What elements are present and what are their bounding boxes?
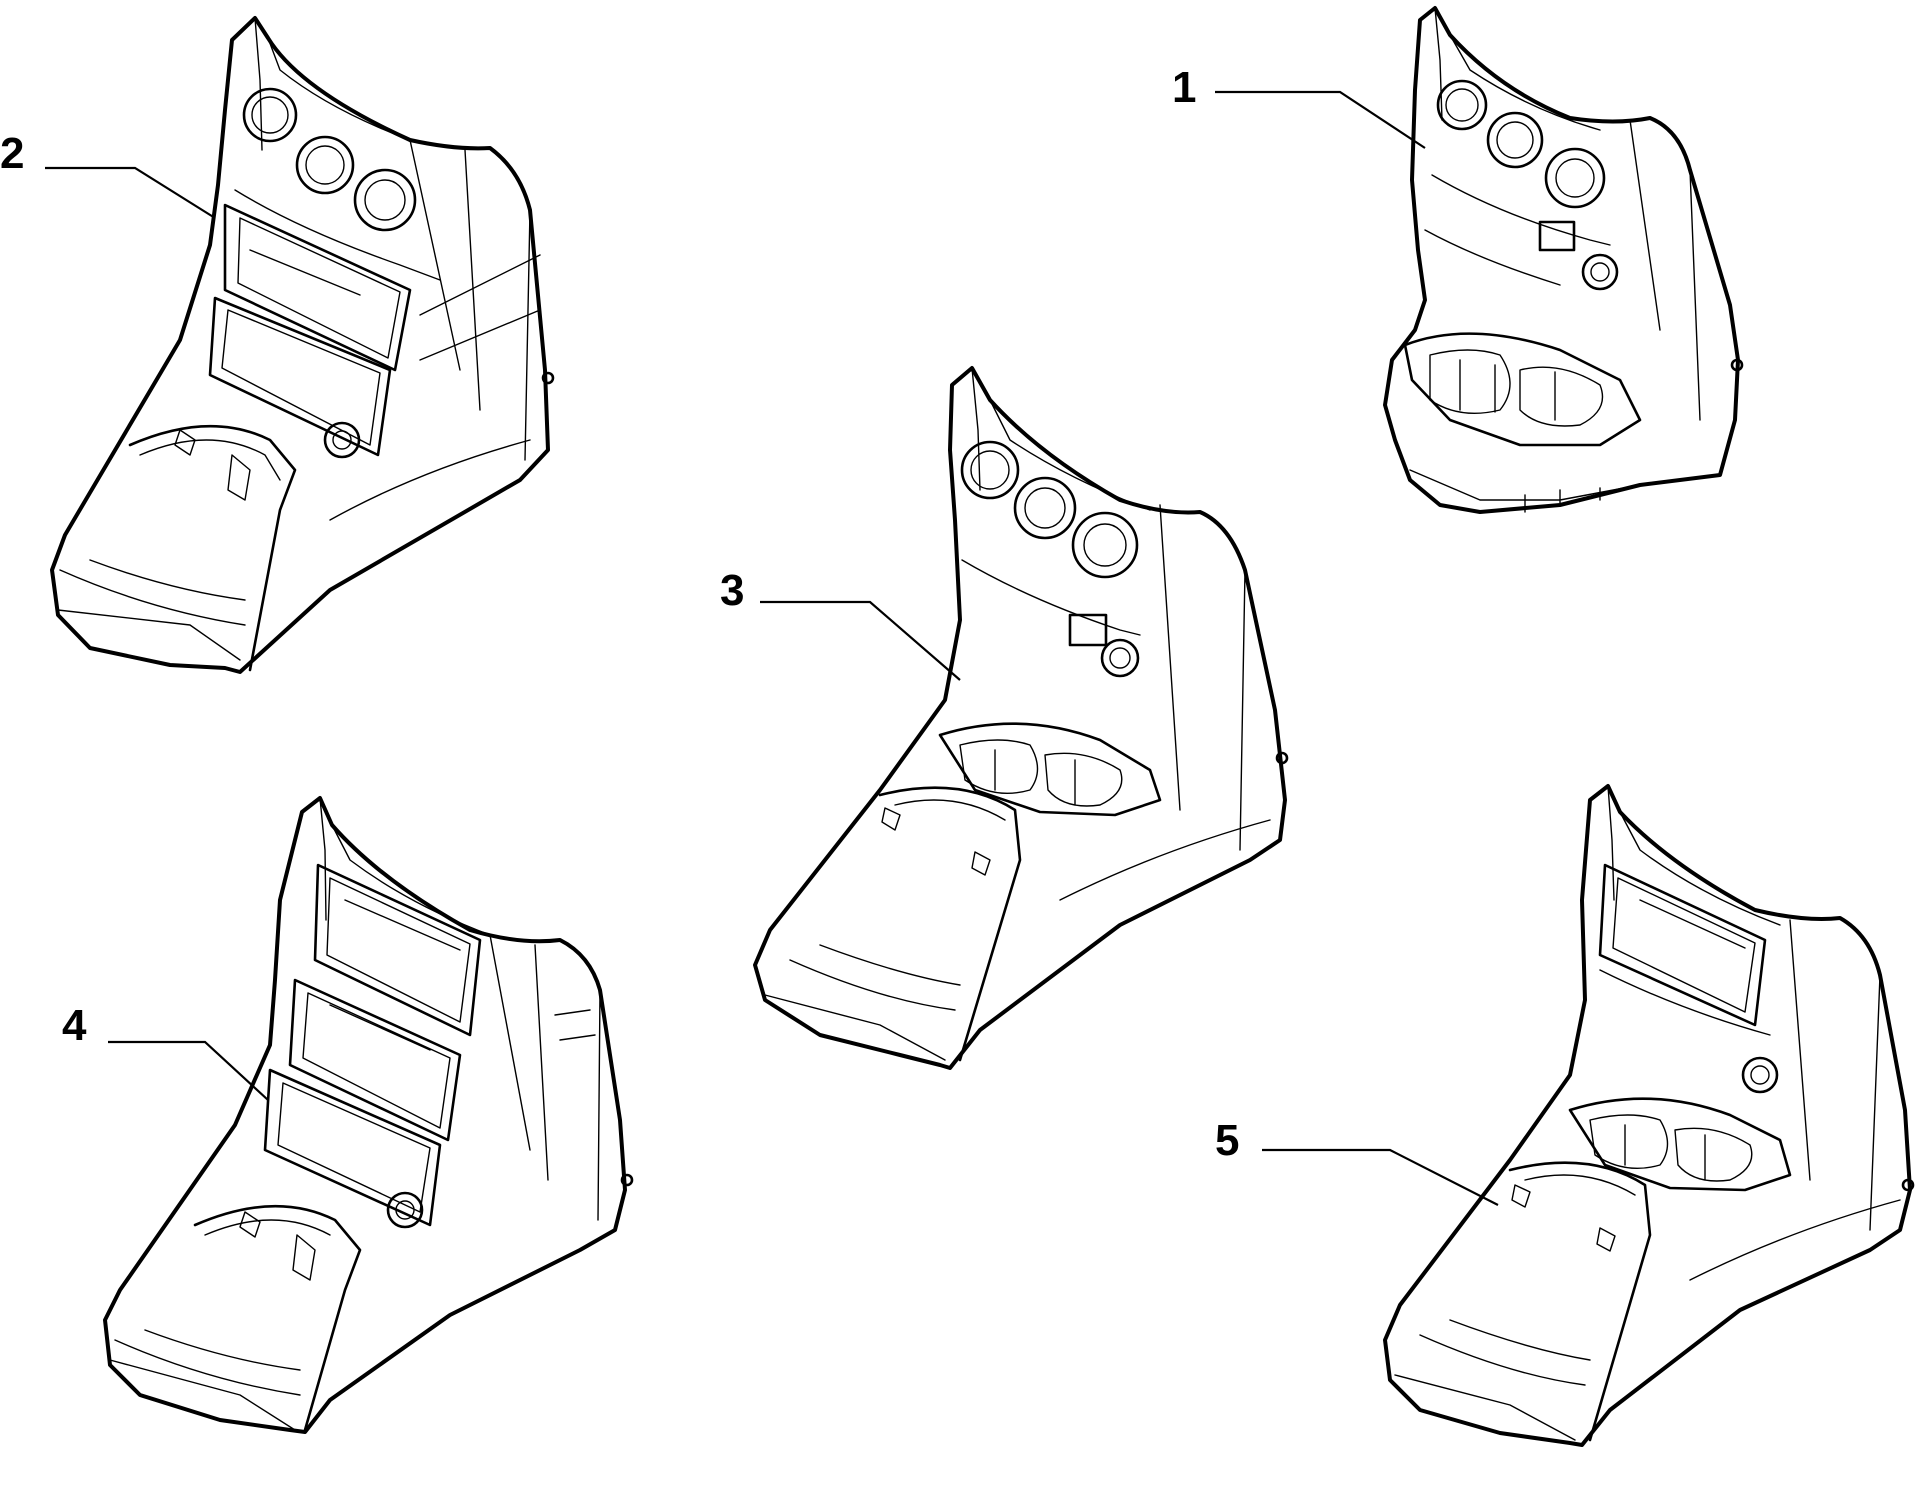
part-1-center-console [1383,6,1744,514]
callout-labels: 1 2 3 4 5 [0,63,1239,1165]
callout-4: 4 [62,1001,87,1050]
leader-line-5 [1262,1148,1499,1206]
leader-line-2 [45,166,216,219]
part-2-center-console [50,16,555,674]
callout-1: 1 [1172,63,1196,112]
leader-line-3 [760,600,961,681]
leader-line-1 [1215,90,1426,149]
callout-3: 3 [720,566,744,615]
part-5-center-console [1383,784,1915,1447]
callout-2: 2 [0,129,24,178]
part-4-center-console [103,796,634,1434]
callout-5: 5 [1215,1116,1239,1165]
leader-lines [45,90,1499,1206]
leader-line-4 [108,1040,269,1101]
part-3-center-console [753,366,1289,1070]
